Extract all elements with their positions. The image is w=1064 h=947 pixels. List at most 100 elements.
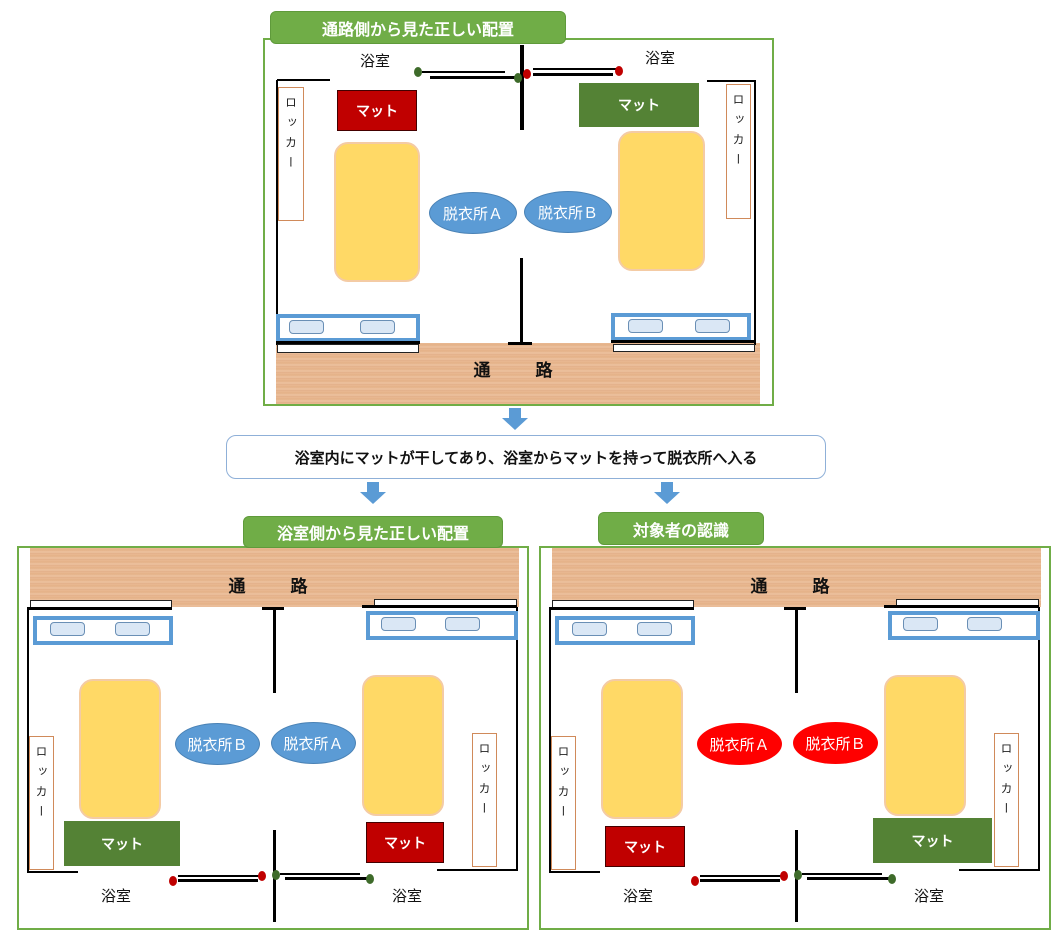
- basket: [360, 320, 395, 334]
- basket: [50, 622, 85, 636]
- mat-green: マット: [579, 83, 699, 127]
- corridor-label: 通 路: [228, 576, 322, 597]
- bathroom-label-left: 浴室: [100, 886, 131, 905]
- wall: [276, 341, 420, 344]
- basket: [903, 617, 938, 631]
- wall: [1038, 607, 1040, 871]
- corridor-label: 通 路: [473, 360, 567, 381]
- mat-red: マット: [337, 90, 417, 131]
- panel-title: 対象者の認識: [598, 512, 764, 545]
- locker-left: ロッカー: [551, 736, 576, 870]
- shelf-left: [276, 314, 420, 342]
- bench-right: [884, 675, 966, 816]
- mat-green: マット: [873, 818, 992, 863]
- sliding-door-rail: [533, 73, 613, 76]
- partition-wall: [273, 607, 276, 693]
- corridor: [276, 343, 760, 404]
- bathroom-label-left: 浴室: [622, 886, 653, 905]
- sliding-door-rail: [700, 875, 784, 877]
- message-box: 浴室内にマットが干してあり、浴室からマットを持って脱衣所へ入る: [226, 435, 826, 479]
- wall: [707, 80, 755, 82]
- panel-title: 浴室側から見た正しい配置: [243, 516, 503, 548]
- locker-right: ロッカー: [726, 84, 751, 219]
- bench-left: [601, 679, 683, 819]
- door-knob-green-icon: [366, 874, 374, 884]
- sliding-door-rail: [178, 879, 258, 882]
- corridor-label: 通 路: [750, 576, 844, 597]
- sliding-door-rail: [178, 875, 262, 877]
- sliding-door-rail: [802, 873, 882, 875]
- wall: [784, 607, 806, 610]
- basket: [572, 622, 607, 636]
- door-knob-red-icon: [691, 876, 699, 886]
- bench-right: [618, 131, 705, 271]
- wall: [611, 340, 755, 343]
- sliding-door-rail: [430, 76, 520, 79]
- corridor: [552, 548, 1041, 607]
- sliding-door-rail: [533, 68, 617, 70]
- mat-red: マット: [605, 826, 685, 867]
- door-knob-green-icon: [272, 870, 280, 880]
- locker-right: ロッカー: [472, 733, 497, 867]
- sliding-door-rail: [285, 877, 372, 880]
- wall: [437, 869, 518, 871]
- bathroom-label-left: 浴室: [359, 51, 390, 70]
- bathroom-label-right: 浴室: [913, 886, 944, 905]
- sliding-door-rail: [280, 873, 360, 875]
- bathroom-label-right: 浴室: [391, 886, 422, 905]
- wall: [277, 79, 330, 81]
- wall: [884, 605, 1039, 608]
- wall: [27, 871, 78, 873]
- room-label-left: 脱衣所Ａ: [429, 192, 517, 234]
- sliding-door-right: [613, 344, 755, 352]
- basket: [381, 617, 416, 631]
- room-label-right: 脱衣所Ｂ: [793, 722, 878, 764]
- sliding-door-rail: [700, 879, 780, 882]
- basket: [445, 617, 480, 631]
- partition-wall: [520, 45, 524, 130]
- arrow-down-icon: [661, 482, 673, 492]
- wall: [959, 869, 1040, 871]
- door-knob-red-icon: [780, 871, 788, 881]
- room-label-left: 脱衣所Ｂ: [175, 723, 260, 765]
- wall: [28, 607, 172, 610]
- wall: [27, 607, 29, 873]
- wall: [362, 605, 517, 608]
- room-label-left: 脱衣所Ａ: [697, 723, 782, 765]
- arrow-down-icon: [367, 482, 379, 492]
- door-knob-green-icon: [794, 870, 802, 880]
- door-knob-red-icon: [615, 66, 623, 76]
- locker-left: ロッカー: [29, 736, 54, 870]
- basket: [637, 622, 672, 636]
- mat-green: マット: [64, 821, 180, 866]
- bench-left: [79, 679, 161, 819]
- basket: [289, 320, 324, 334]
- basket: [967, 617, 1002, 631]
- wall: [754, 80, 756, 345]
- corridor: [30, 548, 519, 607]
- wall: [276, 80, 278, 345]
- basket: [628, 319, 663, 333]
- partition-wall: [520, 258, 523, 342]
- locker-left: ロッカー: [278, 87, 304, 221]
- wall: [508, 342, 532, 345]
- basket: [695, 319, 730, 333]
- bench-right: [362, 675, 444, 816]
- door-knob-green-icon: [514, 73, 522, 83]
- door-knob-green-icon: [414, 67, 422, 77]
- basket: [115, 622, 150, 636]
- sliding-door-rail: [807, 877, 894, 880]
- partition-wall: [795, 607, 798, 693]
- door-knob-green-icon: [888, 874, 896, 884]
- wall: [549, 871, 600, 873]
- room-label-right: 脱衣所Ｂ: [524, 191, 612, 233]
- arrow-down-icon: [502, 418, 528, 430]
- door-knob-red-icon: [258, 871, 266, 881]
- locker-right: ロッカー: [994, 733, 1019, 867]
- sliding-door-rail: [422, 71, 505, 73]
- bathroom-label-right: 浴室: [644, 48, 675, 67]
- wall: [549, 607, 551, 873]
- wall: [262, 607, 284, 610]
- room-label-right: 脱衣所Ａ: [271, 722, 356, 764]
- sliding-door-left: [277, 344, 419, 353]
